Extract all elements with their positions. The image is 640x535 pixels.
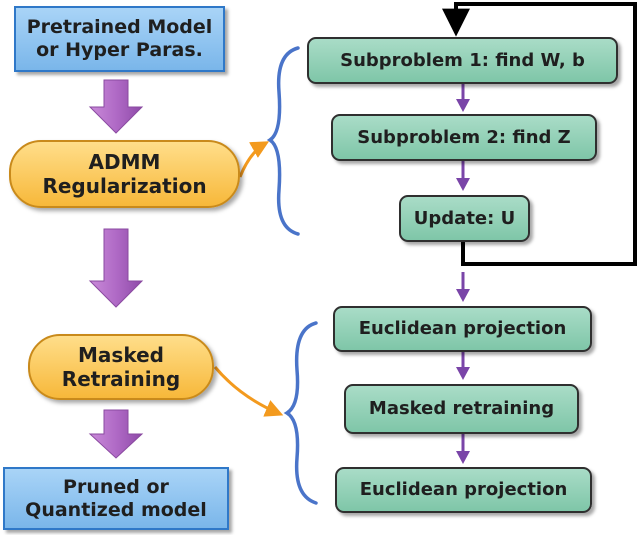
pretrained-line2: or Hyper Paras. bbox=[36, 39, 203, 61]
euclidean-projection-box-2: Euclidean projection bbox=[335, 467, 592, 513]
euclidean-projection-box-1: Euclidean projection bbox=[333, 306, 592, 352]
down-arrow-icon bbox=[456, 161, 470, 191]
down-arrow-icon bbox=[456, 84, 470, 112]
pruned-model-box: Pruned or Quantized model bbox=[3, 467, 229, 530]
masked-retraining-box: Masked Retraining bbox=[28, 334, 214, 400]
pruned-line1: Pruned or bbox=[63, 475, 169, 498]
update-u-label: Update: U bbox=[413, 207, 516, 229]
euclidean-projection-label-2: Euclidean projection bbox=[359, 479, 568, 501]
subproblem2-label: Subproblem 2: find Z bbox=[357, 126, 571, 148]
subproblem1-box: Subproblem 1: find W, b bbox=[307, 37, 618, 84]
admm-line2: Regularization bbox=[42, 174, 207, 198]
admm-line1: ADMM bbox=[88, 150, 161, 174]
update-u-box: Update: U bbox=[399, 195, 530, 242]
down-arrow-icon bbox=[88, 228, 144, 308]
masked-retraining-step-label: Masked retraining bbox=[368, 398, 555, 420]
masked-retraining-step-box: Masked retraining bbox=[344, 384, 579, 434]
curly-brace-icon bbox=[283, 321, 318, 505]
admm-regularization-box: ADMM Regularization bbox=[9, 140, 240, 208]
masked-line2: Retraining bbox=[61, 367, 181, 391]
curved-arrow-icon bbox=[213, 366, 284, 417]
curved-arrow-icon bbox=[238, 141, 270, 178]
loop-arrow-icon bbox=[442, 2, 637, 266]
pretrained-line1: Pretrained Model bbox=[26, 16, 213, 39]
pruned-line2: Quantized model bbox=[25, 498, 207, 521]
down-arrow-icon bbox=[456, 352, 470, 380]
down-arrow-icon bbox=[456, 272, 470, 302]
subproblem2-box: Subproblem 2: find Z bbox=[331, 114, 597, 161]
down-arrow-icon bbox=[456, 434, 470, 464]
euclidean-projection-label-1: Euclidean projection bbox=[358, 318, 567, 340]
masked-line1: Masked bbox=[78, 343, 164, 367]
pretrained-model-box: Pretrained Model or Hyper Paras. bbox=[14, 6, 225, 72]
down-arrow-icon bbox=[88, 79, 144, 134]
subproblem1-label: Subproblem 1: find W, b bbox=[340, 49, 585, 71]
down-arrow-icon bbox=[88, 409, 144, 459]
curly-brace-icon bbox=[266, 46, 300, 236]
